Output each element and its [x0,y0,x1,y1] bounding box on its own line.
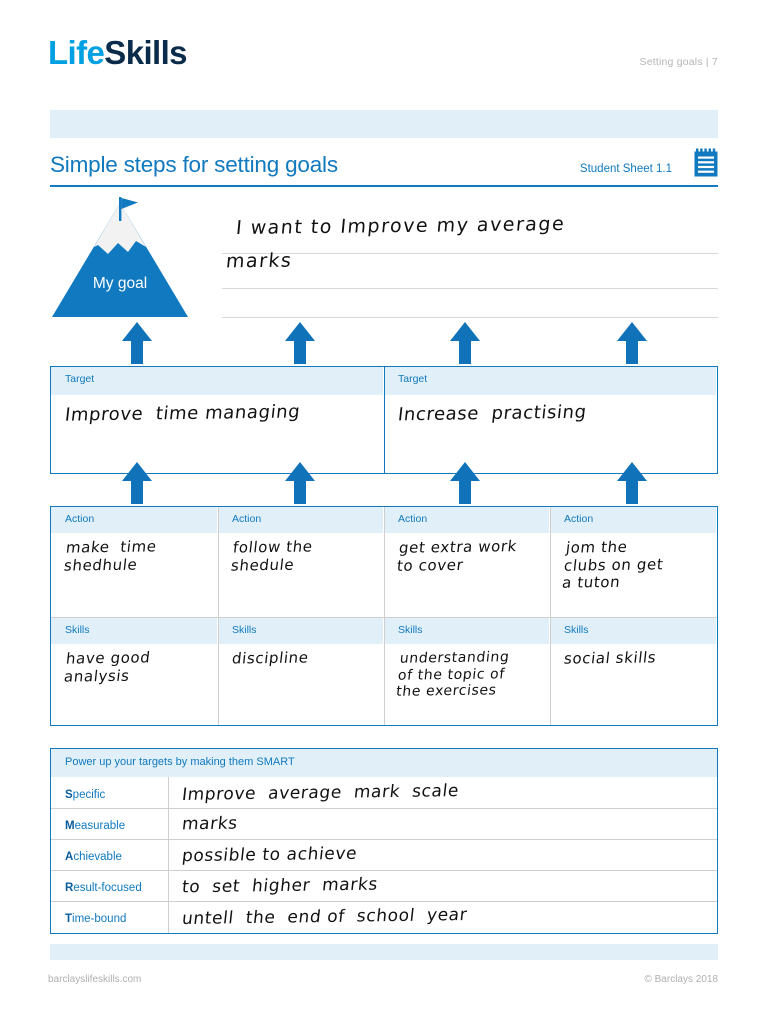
smart-rest-time-bound: ime-bound [72,913,127,925]
smart-row-divider-2 [51,839,717,840]
page-title: Simple steps for setting goals [50,152,338,177]
smart-label-result-focused: Result-focused [65,882,142,894]
goal-rule-1 [222,253,718,254]
smart-row-divider-1 [51,808,717,809]
footer-copyright: © Barclays 2018 [644,974,718,985]
footer-banner-bar [50,944,718,960]
notepad-icon [694,148,718,177]
action-header-1: Action [51,507,218,533]
smart-row-divider-3 [51,870,717,871]
arrow-up-icon-8 [617,462,647,504]
smart-rest-specific: pecific [72,789,106,801]
action-header-3: Action [384,507,550,533]
skills-text-4: social skills [563,648,658,668]
smart-row-divider-4 [51,901,717,902]
smart-table: Power up your targets by making them SMA… [50,748,718,934]
arrow-up-icon-7 [450,462,480,504]
mountain-goal-icon [52,197,188,317]
skills-header-1: Skills [51,618,218,644]
smart-value-specific: Improve average mark scale [180,781,461,805]
footer-website[interactable]: barclayslifeskills.com [48,974,142,985]
smart-label-achievable: Achievable [65,851,122,863]
action-text-1: make time shedhule [63,537,158,575]
action-header-2: Action [218,507,384,533]
smart-label-measurable: Measurable [65,820,125,832]
smart-value-measurable: marks [180,813,239,835]
top-banner-bar [50,110,718,138]
smart-initial-r: R [65,882,74,894]
as-column-divider-1 [218,507,219,725]
action-text-4: jom the clubs on get a tuton [561,537,665,593]
goal-writing-area[interactable]: I want to Improve my average marks [222,197,718,322]
logo-life-text: Life [48,34,105,71]
title-row: Simple steps for setting goals Student S… [50,148,718,188]
action-header-4: Action [550,507,717,533]
arrow-up-icon-6 [285,462,315,504]
smart-rest-result-focused: esult-focused [73,882,142,894]
smart-value-achievable: possible to achieve [180,843,359,867]
smart-rest-achievable: chievable [73,851,122,863]
goal-handwriting-line-1: I want to Improve my average [234,212,567,240]
target-text-1: Improve time managing [63,401,302,426]
arrow-up-icon-4 [617,322,647,364]
action-text-3: get extra work to cover [396,537,518,575]
smart-initial-t: T [65,913,73,925]
logo-skills-text: Skills [104,34,187,71]
smart-label-specific: Specific [65,789,105,801]
smart-label-time-bound: Time-bound [65,913,126,925]
smart-table-title: Power up your targets by making them SMA… [51,749,717,777]
skills-text-2: discipline [231,648,310,668]
smart-rest-measurable: easurable [74,820,126,832]
student-sheet-label: Student Sheet 1.1 [579,163,672,175]
action-text-2: follow the shedule [230,537,314,575]
skills-text-1: have good analysis [63,648,152,686]
smart-value-result-focused: to set higher marks [180,874,379,898]
skills-header-3: Skills [384,618,550,644]
skills-header-4: Skills [550,618,717,644]
skills-header-2: Skills [218,618,384,644]
smart-initial-m: M [65,820,75,832]
goal-rule-3 [222,317,718,318]
smart-column-divider [168,777,169,933]
target-header-2: Target [384,367,717,395]
smart-initial-s: S [65,789,73,801]
arrow-up-icon-3 [450,322,480,364]
page-reference: Setting goals | 7 [639,56,718,68]
targets-column-divider [384,367,385,473]
skills-text-3: understanding of the topic of the exerci… [395,649,511,700]
target-header-1: Target [51,367,384,395]
arrow-up-icon-2 [285,322,315,364]
targets-grid: Target Target Improve time managing Incr… [50,366,718,474]
as-row-divider [51,617,717,618]
title-underline [50,185,718,187]
target-text-2: Increase practising [396,401,588,426]
actions-skills-grid: Action Action Action Action make time sh… [50,506,718,726]
arrow-up-icon-5 [122,462,152,504]
arrow-up-icon-1 [122,322,152,364]
as-column-divider-3 [550,507,551,725]
goal-rule-2 [222,288,718,289]
goal-handwriting-line-2: marks [224,249,294,273]
smart-value-time-bound: untell the end of school year [180,904,469,930]
smart-initial-a: A [65,851,74,863]
as-column-divider-2 [384,507,385,725]
lifeskills-logo: LifeSkills [48,34,188,72]
